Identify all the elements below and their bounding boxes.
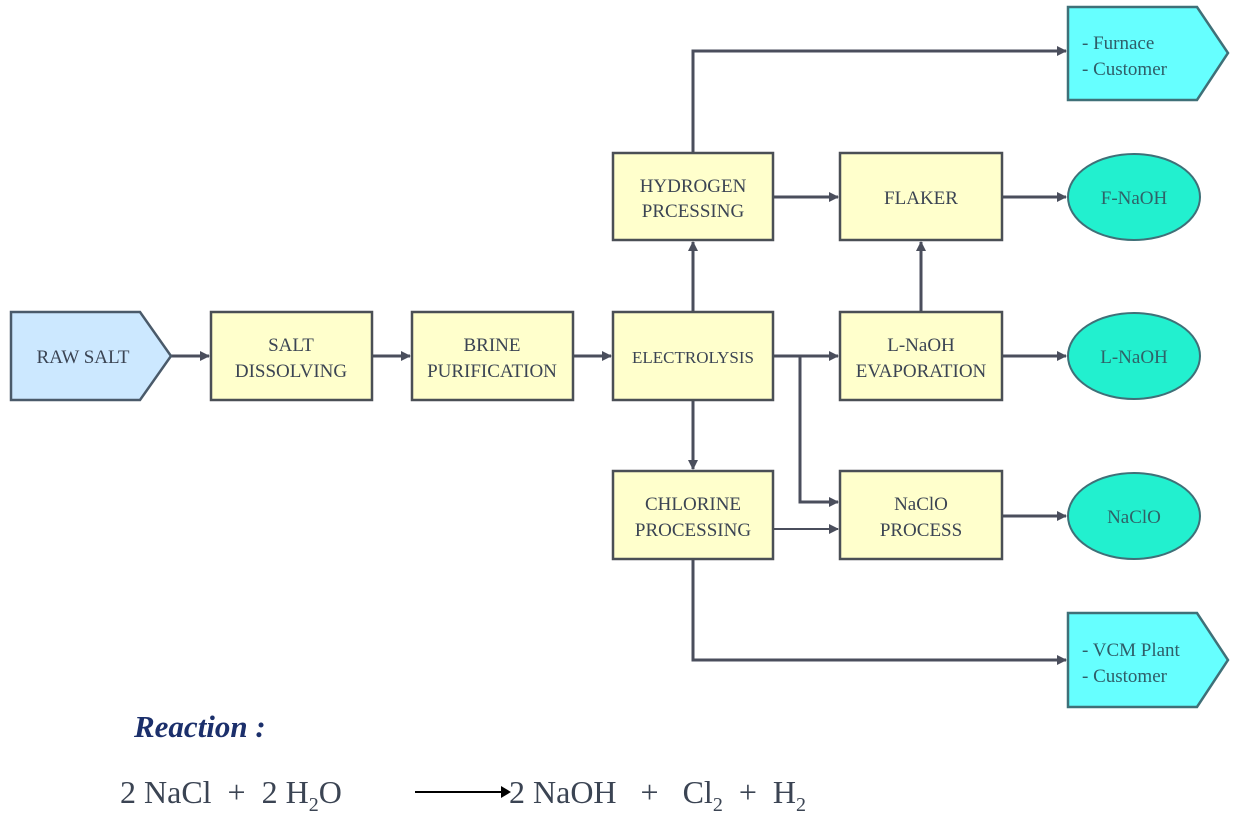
- brine-purification-line1: BRINE: [464, 335, 521, 356]
- lnaoh-evaporation-line2: EVAPORATION: [856, 361, 987, 382]
- salt-dissolving-line1: SALT: [268, 335, 314, 356]
- reactant-plus: +: [227, 774, 246, 810]
- hydrogen-destination-line1: - Furnace: [1082, 33, 1154, 54]
- hydrogen-processing-node[interactable]: HYDROGEN PRCESSING: [611, 151, 775, 242]
- naclo-label: NaClO: [1107, 507, 1161, 528]
- chlorine-destination-node[interactable]: - VCM Plant - Customer: [1066, 611, 1230, 709]
- chlorine-processing-node[interactable]: CHLORINE PROCESSING: [611, 469, 775, 561]
- flow-hydrogen-to-furnace: [691, 46, 1067, 153]
- brine-purification-line2: PURIFICATION: [427, 361, 557, 382]
- electrolysis-node[interactable]: ELECTROLYSIS: [611, 310, 775, 402]
- flaker-label: FLAKER: [884, 188, 958, 209]
- l-naoh-product-node[interactable]: L-NaOH: [1067, 312, 1201, 400]
- product-plus-2: +: [738, 774, 757, 810]
- chlorine-processing-line2: PROCESSING: [635, 520, 751, 541]
- flaker-node[interactable]: FLAKER: [838, 151, 1004, 242]
- lnaoh-evaporation-line1: L-NaOH: [887, 335, 955, 356]
- reactant-water: 2 H2O: [261, 774, 342, 816]
- reaction-products: 2 NaOH + Cl2 + H2: [509, 774, 806, 816]
- salt-dissolving-node[interactable]: SALT DISSOLVING: [209, 310, 374, 402]
- product-hydrogen: H2: [772, 774, 806, 816]
- naclo-product-node[interactable]: NaClO: [1067, 472, 1201, 560]
- hydrogen-processing-line1: HYDROGEN: [640, 176, 747, 197]
- salt-dissolving-line2: DISSOLVING: [235, 361, 348, 382]
- brine-purification-node[interactable]: BRINE PURIFICATION: [410, 310, 575, 402]
- lnaoh-evaporation-node[interactable]: L-NaOH EVAPORATION: [838, 310, 1004, 402]
- product-naoh: 2 NaOH: [509, 774, 617, 810]
- chlorine-destination-line2: - Customer: [1082, 666, 1168, 687]
- f-naoh-label: F-NaOH: [1101, 188, 1168, 209]
- hydrogen-processing-line2: PRCESSING: [642, 201, 745, 222]
- f-naoh-product-node[interactable]: F-NaOH: [1067, 153, 1201, 241]
- naclo-process-node[interactable]: NaClO PROCESS: [838, 469, 1004, 561]
- hydrogen-destination-line2: - Customer: [1082, 59, 1168, 80]
- hydrogen-destination-node[interactable]: - Furnace - Customer: [1066, 5, 1230, 102]
- chlorine-destination-line1: - VCM Plant: [1082, 640, 1181, 661]
- reactant-nacl: 2 NaCl: [120, 774, 212, 810]
- chlorine-processing-line1: CHLORINE: [645, 494, 741, 515]
- l-naoh-label: L-NaOH: [1100, 347, 1168, 368]
- reaction-reactants: 2 NaCl + 2 H2O: [120, 774, 342, 816]
- flow-electrolysis-to-naclo-process: [798, 356, 839, 507]
- naclo-process-line2: PROCESS: [880, 520, 962, 541]
- raw-salt-label: RAW SALT: [37, 347, 130, 368]
- electrolysis-label: ELECTROLYSIS: [632, 348, 754, 367]
- reaction-arrow-icon: [415, 786, 511, 798]
- flow-chlorine-to-vcm: [691, 559, 1067, 665]
- raw-salt-input-node[interactable]: RAW SALT: [9, 310, 173, 402]
- product-chlorine: Cl2: [682, 774, 723, 816]
- naclo-process-line1: NaClO: [894, 494, 948, 515]
- product-plus-1: +: [640, 774, 659, 810]
- reaction-title: Reaction :: [134, 709, 266, 744]
